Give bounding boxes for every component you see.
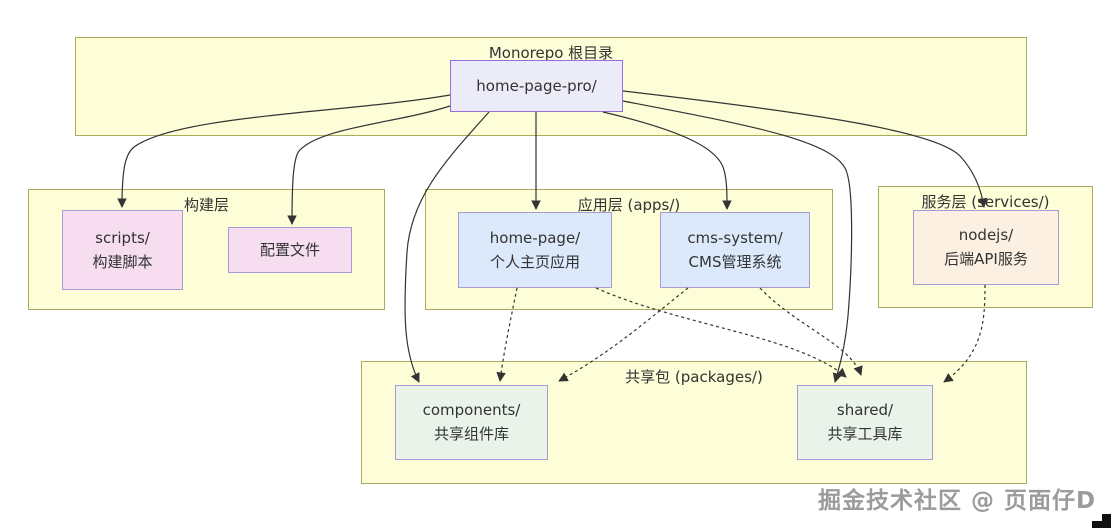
node-nodejs-label: nodejs/: [958, 226, 1014, 245]
node-home-page-app-label: home-page/: [489, 228, 581, 247]
node-home-page-pro: home-page-pro/: [450, 60, 623, 112]
watermark: 掘金技术社区 @ 页面仔D: [818, 488, 1097, 514]
node-nodejs: nodejs/ 后端API服务: [913, 210, 1059, 285]
node-nodejs-sublabel: 后端API服务: [944, 250, 1028, 268]
node-shared: shared/ 共享工具库: [797, 385, 933, 460]
node-scripts-label: scripts/: [95, 228, 150, 247]
node-components-sublabel: 共享组件库: [433, 425, 509, 443]
node-components: components/ 共享组件库: [395, 385, 548, 460]
node-components-label: components/: [422, 401, 521, 420]
node-cms-system: cms-system/ CMS管理系统: [660, 212, 810, 288]
node-cms-system-label: cms-system/: [687, 228, 783, 247]
node-home-page-app-sublabel: 个人主页应用: [489, 252, 580, 271]
node-cms-system-sublabel: CMS管理系统: [688, 252, 782, 271]
group-title-services-layer: 服务层 (services/): [921, 193, 1050, 211]
node-shared-label: shared/: [836, 401, 894, 420]
node-scripts: scripts/ 构建脚本: [62, 210, 183, 290]
group-title-packages-layer: 共享包 (packages/): [625, 368, 763, 386]
node-shared-sublabel: 共享工具库: [827, 425, 903, 443]
node-config-files: 配置文件: [228, 227, 352, 273]
node-scripts-sublabel: 构建脚本: [92, 252, 153, 271]
node-home-page-app: home-page/ 个人主页应用: [458, 212, 612, 288]
node-home-page-pro-label: home-page-pro/: [476, 76, 597, 95]
node-config-files-label: 配置文件: [259, 240, 320, 259]
cursor-artifact: [1092, 514, 1111, 528]
group-title-monorepo-root: Monorepo 根目录: [488, 44, 614, 62]
